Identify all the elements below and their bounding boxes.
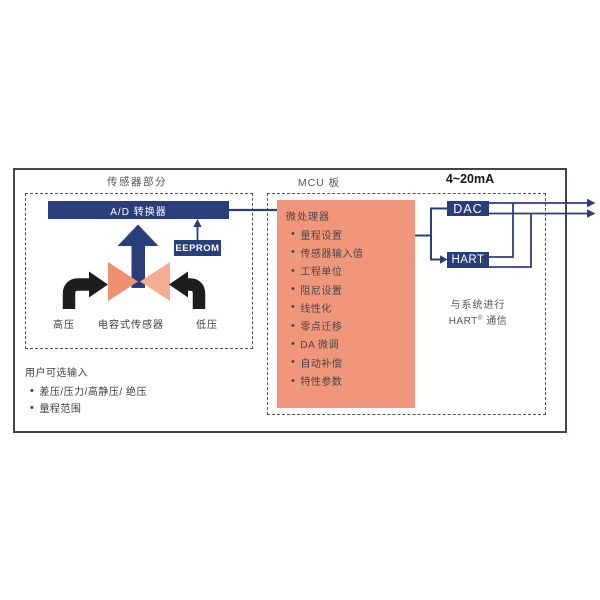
feature-label: 自动补偿 (300, 358, 343, 370)
user-inputs-title: 用户可选输入 (25, 368, 88, 379)
low-pressure-label: 低压 (196, 320, 218, 331)
user-inputs-item-label: 量程范围 (39, 404, 82, 415)
feature-label: 零点迁移 (300, 322, 343, 334)
feature-item: • 线性化 (291, 298, 363, 316)
feature-item: • 量程设置 (291, 225, 363, 243)
hart-note-comm: 通信 (483, 316, 508, 327)
bullet-icon: • (291, 356, 296, 369)
loop-arrow-top-icon (587, 198, 596, 208)
bullet-icon: • (291, 228, 296, 241)
bullet-icon: • (291, 337, 296, 350)
feature-item: • 特性参数 (291, 371, 363, 389)
bullet-icon: • (30, 384, 35, 397)
sensor-section-box (25, 193, 253, 349)
capacitive-sensor-label: 电容式传感器 (98, 320, 164, 331)
feature-label: 工程单位 (300, 267, 343, 279)
feature-item: • 自动补偿 (291, 353, 363, 371)
hart-block: HART (447, 252, 489, 268)
output-4-20ma-label: 4~20mA (445, 172, 495, 186)
microprocessor-box: 微处理器 • 量程设置 • 传感器输入值 • 工程单位 • 阻尼设置 • 线性化 • 零点迁… (277, 200, 415, 408)
mcu-section-title: MCU 板 (297, 177, 341, 189)
high-pressure-label: 高压 (53, 320, 75, 331)
feature-label: DA 微调 (300, 340, 339, 352)
microprocessor-feature-list: • 量程设置 • 传感器输入值 • 工程单位 • 阻尼设置 • 线性化 • 零点迁移 • DA… (291, 225, 363, 390)
bullet-icon: • (291, 283, 296, 296)
registered-mark-icon: ® (477, 314, 484, 322)
bullet-icon: • (30, 401, 35, 414)
feature-label: 传感器输入值 (300, 248, 364, 260)
user-inputs-item: • 差压/压力/高静压/ 绝压 (30, 383, 147, 399)
mcu-section-box (267, 193, 546, 415)
bullet-icon: • (291, 319, 296, 332)
adc-block: A/D 转换器 (48, 201, 229, 219)
bullet-icon: • (291, 246, 296, 259)
loop-arrow-bottom-icon (587, 209, 596, 218)
feature-item: • 工程单位 (291, 262, 363, 280)
feature-item: • 阻尼设置 (291, 280, 363, 298)
eeprom-block: EEPROM (174, 240, 221, 256)
dac-block: DAC (447, 201, 489, 216)
hart-note-line2: HART® 通信 (426, 312, 530, 327)
feature-label: 特性参数 (300, 377, 343, 389)
feature-item: • 零点迁移 (291, 316, 363, 334)
user-inputs-item: • 量程范围 (30, 400, 82, 416)
user-inputs-item-label: 差压/压力/高静压/ 绝压 (39, 387, 147, 398)
microprocessor-title: 微处理器 (286, 212, 330, 223)
bullet-icon: • (291, 301, 296, 314)
feature-label: 线性化 (300, 303, 332, 315)
hart-note-line1: 与系统进行 (450, 300, 506, 311)
feature-item: • DA 微调 (291, 335, 363, 353)
bullet-icon: • (291, 264, 296, 277)
sensor-section-title: 传感器部分 (107, 176, 167, 188)
hart-note-hart: HART (448, 316, 478, 327)
feature-item: • 传感器输入值 (291, 243, 363, 261)
feature-label: 量程设置 (300, 230, 343, 242)
bullet-icon: • (291, 374, 296, 387)
outer-frame (13, 168, 567, 433)
feature-label: 阻尼设置 (300, 285, 343, 297)
